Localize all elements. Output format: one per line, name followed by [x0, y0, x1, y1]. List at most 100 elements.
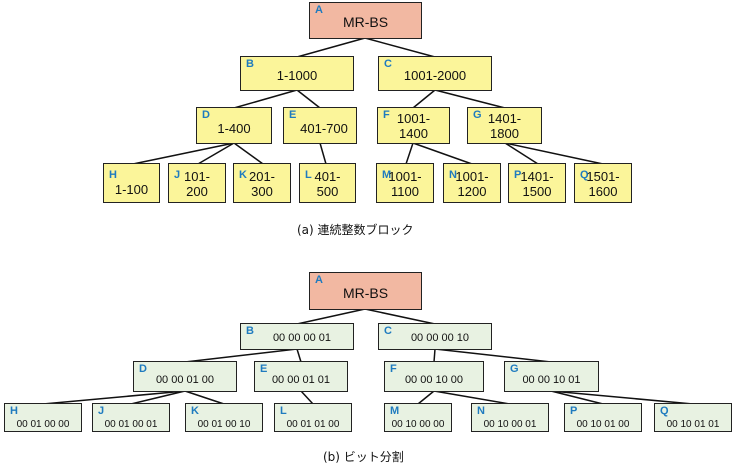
node-value: 00 10 01 00 [576, 419, 630, 430]
node-value: 00 10 00 00 [391, 419, 445, 430]
node-tag: B [246, 58, 254, 70]
node-a-B: B 1-1000 [240, 56, 354, 91]
node-a-F: F 1001- 1400 [377, 107, 450, 144]
node-a-A: A MR-BS [309, 2, 422, 39]
edge-a-F-M [405, 142, 414, 165]
node-tag: L [280, 405, 287, 417]
node-value: 00 00 00 10 [410, 332, 470, 344]
node-a-L: L 401- 500 [299, 163, 356, 203]
node-b-E: E 00 00 01 01 [254, 361, 348, 392]
node-value: 101- 200 [183, 169, 211, 199]
node-a-K: K 201- 300 [233, 163, 291, 203]
node-value: 00 10 00 01 [483, 419, 537, 430]
node-value: 1401- 1500 [520, 169, 554, 199]
caption-b: (b) ビット分割 [323, 450, 404, 464]
node-a-Q: Q 1501- 1600 [574, 163, 632, 203]
node-b-P: P 00 10 01 00 [564, 403, 642, 432]
edge-b-D-J [130, 390, 186, 405]
node-a-N: N 1001- 1200 [443, 163, 501, 203]
node-a-D: D 1-400 [196, 107, 272, 144]
node-value: 00 01 00 00 [16, 419, 70, 430]
node-tag: L [305, 169, 312, 181]
edge-b-C-F [433, 348, 436, 363]
edge-a-G-P [504, 142, 539, 165]
node-tag: K [239, 169, 247, 181]
node-tag: Q [660, 405, 669, 417]
node-value: 1-1000 [276, 68, 318, 83]
node-value: 00 00 01 00 [155, 374, 215, 386]
edge-a-B-E [296, 89, 321, 109]
node-value: 00 00 10 00 [404, 374, 464, 386]
edge-a-D-K [233, 142, 264, 165]
node-value: 00 10 01 01 [666, 419, 720, 430]
node-tag: G [473, 109, 482, 121]
edge-a-A-C [364, 37, 436, 58]
node-value: MR-BS [342, 14, 389, 30]
edge-a-A-B [296, 37, 366, 58]
node-a-G: G 1401- 1800 [467, 107, 542, 144]
caption-a: (a) 連続整数ブロック [297, 223, 414, 237]
node-value: 401-700 [300, 121, 348, 136]
node-value: 1001- 1200 [455, 169, 489, 199]
node-tag: E [260, 363, 268, 375]
node-value: 1501- 1600 [586, 169, 620, 199]
node-value: 1001-2000 [403, 68, 467, 83]
node-value: 1-100 [114, 182, 149, 197]
node-tag: Q [580, 169, 589, 181]
edge-b-G-P [550, 390, 604, 405]
node-value: 00 00 10 01 [522, 374, 581, 386]
node-a-H: H 1-100 [103, 163, 160, 203]
node-tag: P [570, 405, 578, 417]
node-b-F: F 00 00 10 00 [384, 361, 484, 392]
edge-a-B-D [233, 89, 298, 109]
edge-a-G-Q [504, 142, 604, 165]
node-tag: E [289, 109, 297, 121]
node-tag: J [98, 405, 105, 417]
node-tag: C [384, 325, 392, 337]
node-tag: J [174, 169, 181, 181]
node-value: 00 01 00 01 [104, 419, 158, 430]
node-b-D: D 00 00 01 00 [133, 361, 237, 392]
edge-b-B-E [296, 348, 302, 363]
node-tag: A [315, 4, 323, 16]
node-a-J: J 101- 200 [168, 163, 226, 203]
node-b-A: A MR-BS [309, 272, 422, 310]
edge-a-F-N [412, 142, 473, 165]
node-value: 1-400 [217, 121, 251, 136]
node-a-P: P 1401- 1500 [508, 163, 566, 203]
edge-b-D-K [184, 390, 225, 405]
edge-a-C-G [434, 89, 506, 109]
node-tag: P [514, 169, 522, 181]
node-b-J: J 00 01 00 01 [92, 403, 170, 432]
node-tag: G [510, 363, 519, 375]
edge-b-G-Q [550, 390, 694, 405]
node-value: 201- 300 [248, 169, 276, 199]
node-b-C: C 00 00 00 10 [378, 323, 492, 350]
node-value: 401- 500 [314, 169, 341, 199]
node-a-C: C 1001-2000 [378, 56, 492, 91]
node-tag: B [246, 325, 254, 337]
node-value: 00 01 00 10 [197, 419, 251, 430]
node-tag: M [390, 405, 400, 417]
edge-b-C-G [434, 348, 552, 363]
node-tag: H [109, 169, 117, 181]
node-b-B: B 00 00 00 01 [240, 323, 354, 350]
node-value: 1401- 1800 [487, 111, 522, 141]
node-tag: M [382, 169, 392, 181]
edge-a-C-F [412, 89, 436, 109]
node-tag: N [449, 169, 457, 181]
node-a-M: M 1001- 1100 [376, 163, 434, 203]
node-tag: D [139, 363, 147, 375]
edge-a-E-L [319, 142, 327, 165]
node-tag: D [202, 109, 210, 121]
edge-b-F-N [433, 390, 511, 405]
node-b-L: L 00 01 01 00 [274, 403, 352, 432]
edge-b-D-H [42, 390, 186, 405]
node-tag: F [390, 363, 397, 375]
node-value: 00 01 01 00 [286, 419, 340, 430]
node-value: 00 00 00 01 [272, 332, 332, 344]
edge-b-E-L [300, 390, 314, 405]
node-value: 1001- 1400 [396, 111, 431, 141]
edge-b-B-D [184, 348, 298, 363]
